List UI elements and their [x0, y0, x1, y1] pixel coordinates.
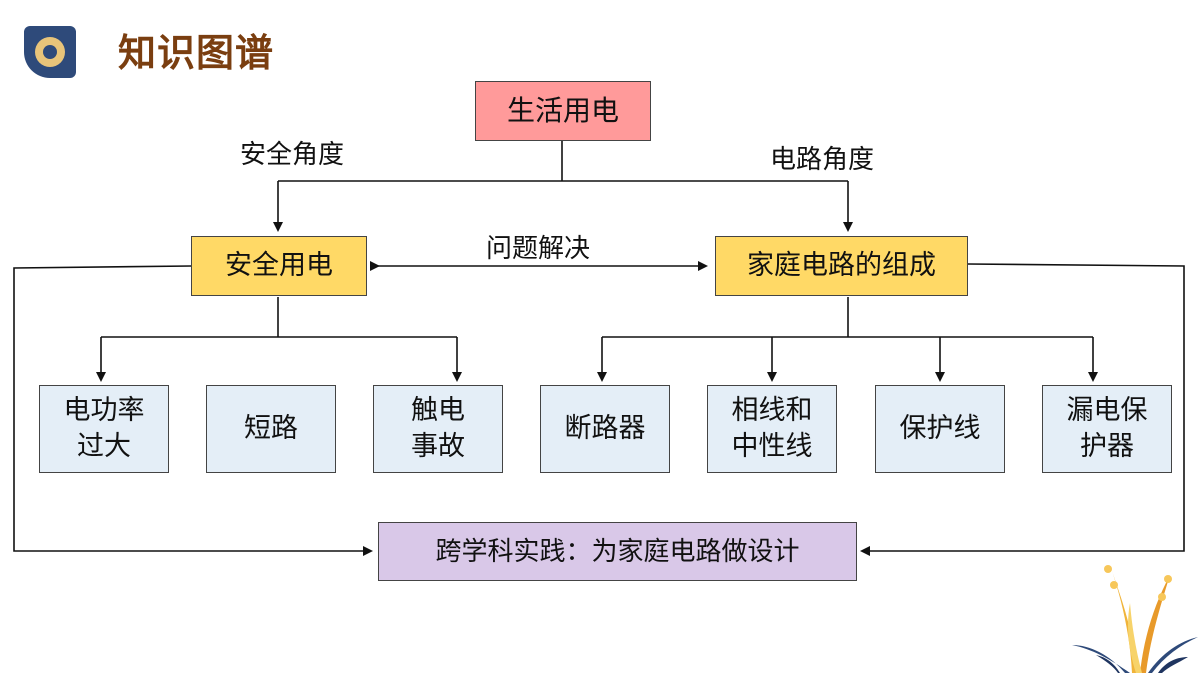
left-loop-arrow — [13, 265, 373, 556]
node-power-overload: 电功率 过大 — [39, 385, 169, 473]
logo-hole — [43, 45, 57, 59]
node-safety-text: 安全用电 — [225, 250, 333, 281]
node-practice: 跨学科实践：为家庭电路做设计 — [378, 522, 857, 581]
page-title: 知识图谱 — [118, 31, 275, 75]
node-safety: 安全用电 — [191, 236, 367, 296]
label-circuit-angle: 电路角度 — [770, 145, 875, 175]
node-circuit: 家庭电路的组成 — [715, 236, 968, 296]
node-short-circuit: 短路 — [206, 385, 336, 473]
logo-icon — [24, 26, 76, 78]
node-root: 生活用电 — [475, 81, 651, 141]
node-short-text: 短路 — [244, 413, 298, 444]
node-circuit-text: 家庭电路的组成 — [747, 250, 936, 281]
node-breaker: 断路器 — [540, 385, 670, 473]
label-safety-angle: 安全角度 — [240, 140, 345, 170]
node-breaker-text: 断路器 — [564, 413, 646, 444]
node-power-text: 电功率 过大 — [63, 395, 145, 462]
right-loop-arrow — [860, 263, 1185, 556]
node-wires-text: 相线和 中性线 — [731, 395, 813, 462]
node-leakage-protector: 漏电保 护器 — [1042, 385, 1172, 473]
leaf-decoration-icon — [1072, 565, 1198, 673]
node-practice-text: 跨学科实践：为家庭电路做设计 — [435, 536, 800, 567]
node-ground-text: 保护线 — [899, 413, 981, 444]
node-leakage-text: 漏电保 护器 — [1066, 395, 1148, 462]
label-problem-solving: 问题解决 — [486, 234, 591, 264]
node-shock-text: 触电 事故 — [411, 395, 465, 462]
node-root-text: 生活用电 — [506, 94, 619, 127]
node-electric-shock: 触电 事故 — [373, 385, 503, 473]
node-ground-wire: 保护线 — [875, 385, 1005, 473]
node-wires: 相线和 中性线 — [707, 385, 837, 473]
